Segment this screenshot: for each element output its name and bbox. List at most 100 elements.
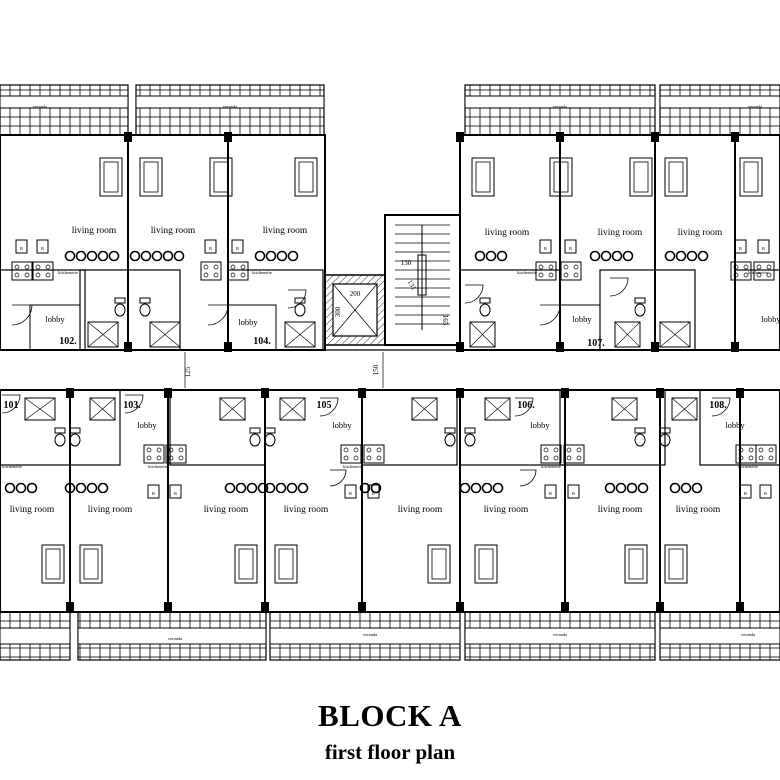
column [66, 602, 74, 612]
living-room-label: living room [204, 505, 249, 515]
dining-chair [86, 250, 98, 262]
living-room-label: living room [72, 226, 117, 236]
dining-chair [691, 482, 703, 494]
shower-tray [87, 321, 119, 348]
dining-chair [75, 250, 87, 262]
kitchenette-label: kitchenette [748, 270, 768, 275]
column [556, 132, 564, 142]
column [561, 602, 569, 612]
kitchen-stove [730, 261, 752, 281]
shower-cross [671, 397, 698, 421]
column [736, 602, 744, 612]
veranda-band [464, 627, 656, 645]
refrigerator [231, 239, 244, 254]
sofa-cushion [743, 161, 759, 193]
sofa [471, 157, 495, 197]
dining-chair [370, 482, 382, 494]
veranda-band [77, 627, 267, 645]
door-swing [329, 469, 347, 487]
refrigerator [36, 239, 49, 254]
sofa [664, 544, 688, 584]
shower-cross [149, 321, 181, 348]
living-room-label: living room [598, 228, 643, 238]
sofa-cushion [238, 548, 254, 580]
column [66, 388, 74, 398]
refrigerator-label: R [764, 491, 767, 496]
sofa [624, 544, 648, 584]
stove-burner [213, 272, 219, 278]
refrigerator [539, 239, 552, 254]
toilet-tank [54, 427, 66, 434]
walls [0, 84, 780, 661]
dining-chair [26, 482, 38, 494]
living-room-label: living room [263, 226, 308, 236]
toilet [634, 303, 646, 317]
stove-burner [230, 264, 236, 270]
shower-tray [411, 397, 438, 421]
dining-chair [15, 482, 27, 494]
bathroom-block [79, 269, 181, 351]
dining-chair [151, 250, 163, 262]
refrigerator [15, 239, 28, 254]
lobby-label: lobby [238, 317, 258, 327]
sofa [274, 544, 298, 584]
lobby-label: lobby [332, 420, 352, 430]
living-room-label: living room [398, 505, 443, 515]
lift-depth-dimension: 300 [334, 306, 342, 317]
furniture [4, 157, 777, 584]
apartment-number: 103. [123, 400, 141, 411]
dining-chair [615, 482, 627, 494]
shower-cross [87, 321, 119, 348]
stove-burner [343, 447, 349, 453]
toilet [264, 433, 276, 447]
column [164, 602, 172, 612]
stove-burner [738, 455, 744, 461]
corridor-dimension: 150 [372, 364, 380, 375]
stove-burner [768, 447, 774, 453]
kitchen-stove [227, 261, 249, 281]
dining-chair [129, 250, 141, 262]
door-swing [519, 469, 537, 487]
toilet [114, 303, 126, 317]
bathroom-block [599, 269, 696, 351]
toilet-tank [249, 427, 261, 434]
stove-burner [203, 264, 209, 270]
stove-burner [353, 447, 359, 453]
refrigerator-label: R [739, 246, 742, 251]
sofa [629, 157, 653, 197]
shower-tray [659, 321, 691, 348]
dining-chair [611, 250, 623, 262]
shower-cross [279, 397, 306, 421]
column [164, 388, 172, 398]
dining-chair [474, 250, 486, 262]
lobby-label: lobby [530, 420, 550, 430]
toilet [464, 433, 476, 447]
stove-burner [766, 264, 772, 270]
stove-burner [35, 264, 41, 270]
lobby-label: lobby [725, 420, 745, 430]
stove-burner [548, 272, 554, 278]
veranda-label: veranda [223, 104, 237, 109]
kitchen-stove [165, 444, 187, 464]
refrigerator-label: R [236, 246, 239, 251]
veranda-label: veranda [553, 104, 567, 109]
toilet [479, 303, 491, 317]
wing-bottom [0, 389, 780, 613]
stove-burner [573, 272, 579, 278]
shower-tray [149, 321, 181, 348]
shower-tray [24, 397, 56, 421]
toilet-tank [139, 297, 151, 304]
kitchenette-label: kitchenette [738, 464, 758, 469]
stove-burner [343, 455, 349, 461]
stove-burner [14, 264, 20, 270]
stove-burner [733, 272, 739, 278]
dining-chair [686, 250, 698, 262]
toilet [139, 303, 151, 317]
sofa-cushion [553, 161, 569, 193]
stove-burner [230, 272, 236, 278]
toilet [634, 433, 646, 447]
sofa-cushion [668, 161, 684, 193]
dining-chair [600, 250, 612, 262]
stove-burner [573, 264, 579, 270]
toilet [249, 433, 261, 447]
